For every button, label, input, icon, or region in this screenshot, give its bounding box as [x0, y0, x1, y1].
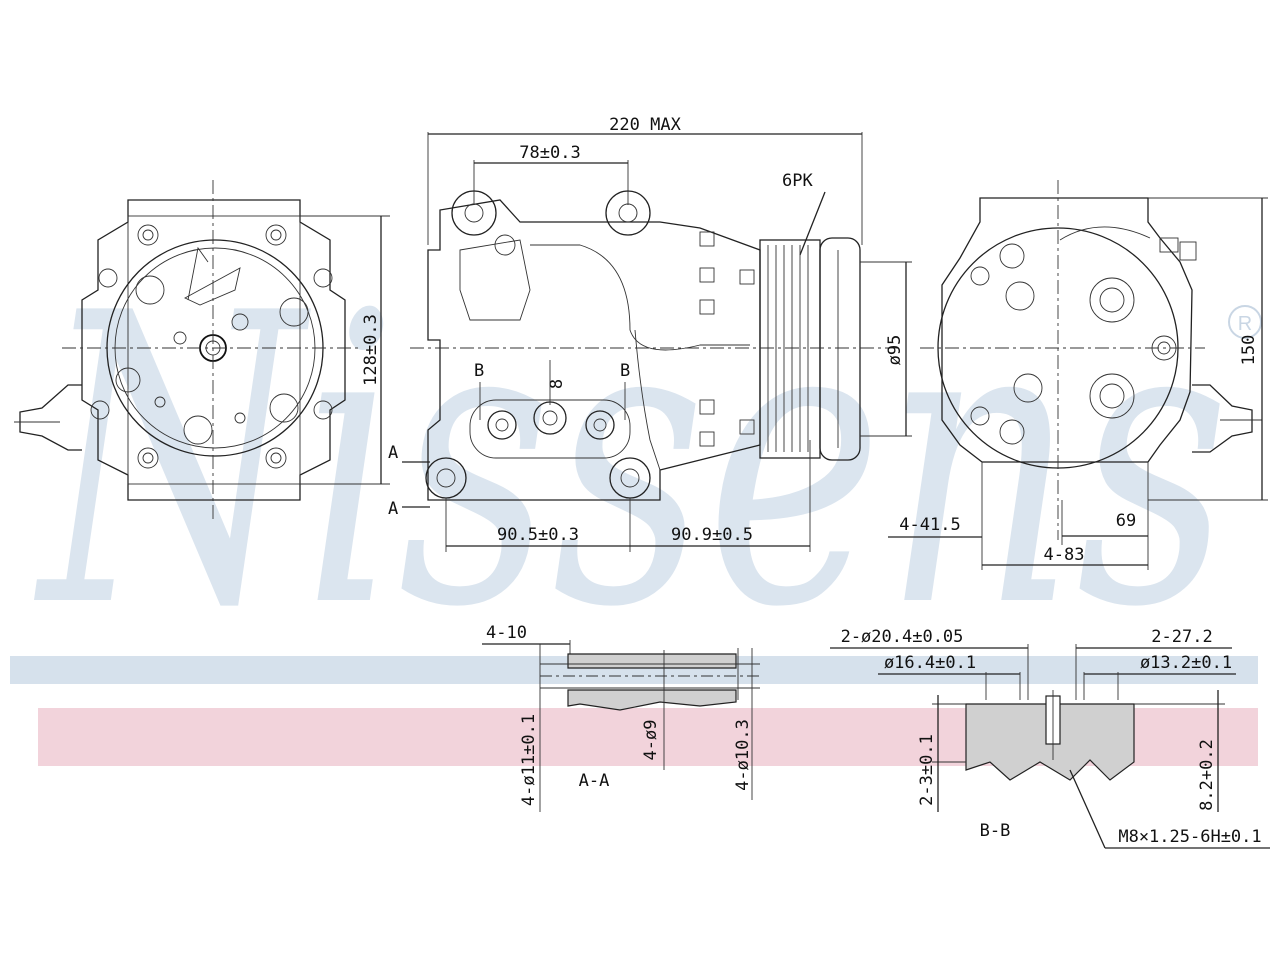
section-bb-label: B-B [980, 821, 1011, 841]
pulley-type-label: 6PK [782, 171, 813, 191]
section-aa-top-dim: 4-10 [486, 623, 527, 643]
section-bb-dim-272: 2-27.2 [1151, 627, 1212, 647]
mount-spacing-dim: 78±0.3 [519, 143, 580, 163]
section-bb: 2-ø20.4±0.05 ø16.4±0.1 2-27.2 ø13.2±0.1 … [830, 627, 1270, 849]
rear-4-415-dim: 4-41.5 [899, 515, 960, 535]
registered-mark-letter: R [1238, 313, 1252, 335]
pulley-dia-dim: ø95 [885, 335, 905, 366]
section-bb-dia-164: ø16.4±0.1 [884, 653, 976, 673]
section-bb-dia-204: 2-ø20.4±0.05 [841, 627, 964, 647]
bottom-right-dim: 90.9±0.5 [671, 525, 753, 545]
section-aa-dia-9: 4-ø9 [641, 720, 661, 761]
section-aa: 4-10 4-ø11±0.1 4-ø9 4-ø10.3 A-A [482, 623, 760, 812]
section-marks-a: A A [388, 443, 430, 519]
section-mark-b-left: B [474, 361, 484, 381]
section-mark-a-lower: A [388, 499, 398, 519]
registered-mark-icon [1228, 305, 1262, 339]
rear-view: 150 69 4-41.5 4-83 [888, 180, 1268, 570]
port-dia-dim: 8 [547, 379, 567, 389]
section-aa-dia-11: 4-ø11±0.1 [519, 714, 539, 806]
section-bb-thread: M8×1.25-6H±0.1 [1118, 827, 1261, 847]
side-view: 220 MAX 78±0.3 6PK B B 8 [410, 115, 912, 552]
section-mark-b-right: B [620, 361, 630, 381]
rear-height-dim: 150 [1239, 335, 1259, 366]
front-view: 128±0.3 [14, 180, 390, 520]
rear-69-dim: 69 [1116, 511, 1136, 531]
section-bb-dia-132: ø13.2±0.1 [1140, 653, 1232, 673]
section-bb-depth-82: 8.2+0.2 [1197, 739, 1217, 811]
section-bb-depth-3: 2-3±0.1 [917, 734, 937, 806]
front-height-dim: 128±0.3 [361, 314, 381, 386]
overall-length-dim: 220 MAX [609, 115, 681, 135]
section-aa-label: A-A [579, 771, 610, 791]
section-aa-dia-103: 4-ø10.3 [733, 719, 753, 791]
watermark: Nissens R [10, 230, 1262, 766]
bottom-left-dim: 90.5±0.3 [497, 525, 579, 545]
section-mark-a-upper: A [388, 443, 398, 463]
rear-4-83-dim: 4-83 [1044, 545, 1085, 565]
